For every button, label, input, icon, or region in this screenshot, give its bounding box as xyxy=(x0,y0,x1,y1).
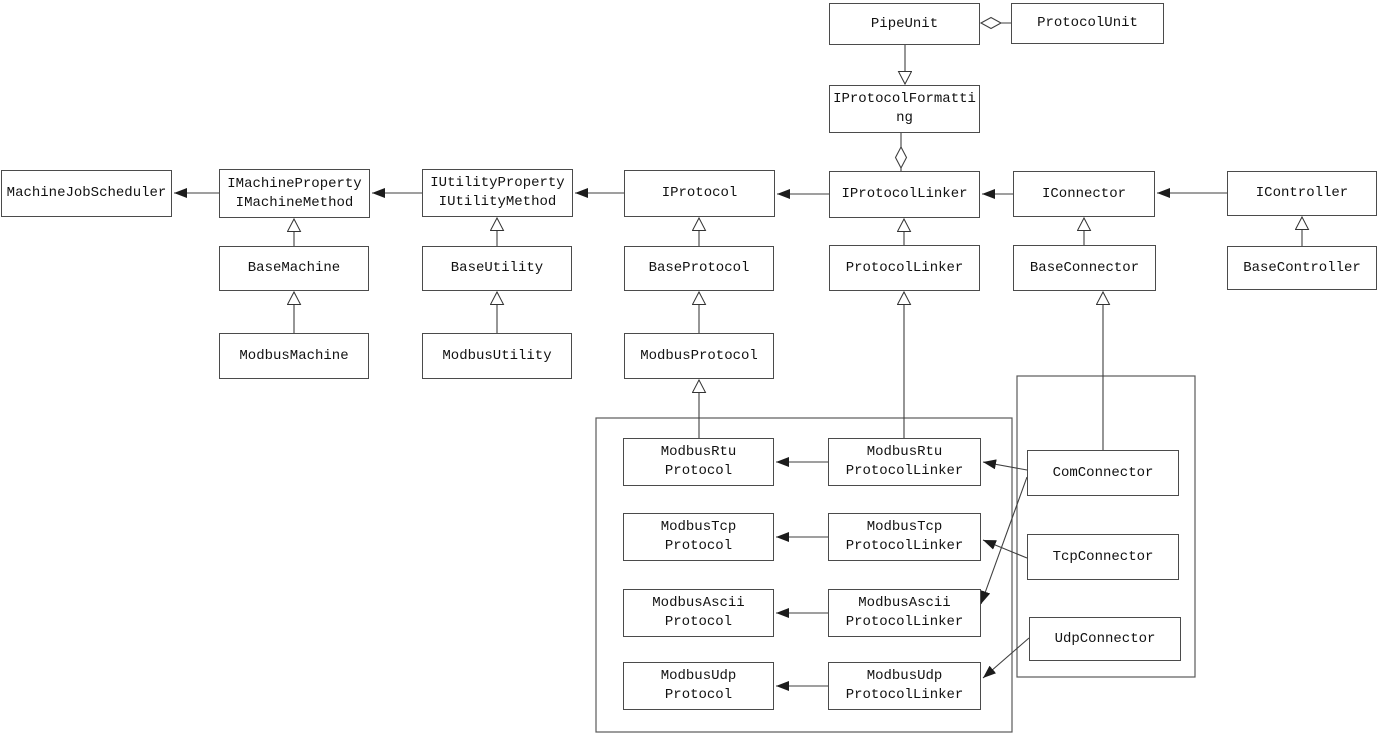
class-box-iconnector: IConnector xyxy=(1013,171,1155,217)
edge-udpconnector-udplinker xyxy=(982,637,1030,679)
group-frame-connectors xyxy=(1016,375,1196,678)
class-box-pipe-unit: PipeUnit xyxy=(829,3,980,45)
class-box-base-controller: BaseController xyxy=(1227,246,1377,290)
edge-comconnector-asciilinker xyxy=(980,476,1028,605)
class-box-imachine-property-method: IMachineProperty IMachineMethod xyxy=(219,169,370,218)
class-box-protocol-linker: ProtocolLinker xyxy=(829,245,980,291)
class-box-icontroller: IController xyxy=(1227,171,1377,216)
class-box-modbus-tcp-protocol-linker: ModbusTcp ProtocolLinker xyxy=(828,513,981,561)
edge-comconnector-rtulinker xyxy=(982,459,1028,471)
class-box-iprotocol-formatting: IProtocolFormatting xyxy=(829,85,980,133)
class-box-base-protocol: BaseProtocol xyxy=(624,246,774,291)
class-box-iutility-property-method: IUtilityProperty IUtilityMethod xyxy=(422,169,573,217)
class-box-machine-job-scheduler: MachineJobScheduler xyxy=(1,170,172,217)
class-box-modbus-tcp-protocol: ModbusTcp Protocol xyxy=(623,513,774,561)
class-box-modbus-udp-protocol: ModbusUdp Protocol xyxy=(623,662,774,710)
class-box-base-machine: BaseMachine xyxy=(219,246,369,291)
class-box-modbus-utility: ModbusUtility xyxy=(422,333,572,379)
class-box-modbus-ascii-protocol-linker: ModbusAscii ProtocolLinker xyxy=(828,589,981,637)
class-box-base-connector: BaseConnector xyxy=(1013,245,1156,291)
class-box-udp-connector: UdpConnector xyxy=(1029,617,1181,661)
class-box-modbus-protocol: ModbusProtocol xyxy=(624,333,774,379)
aggregation-diamond-pipeunit xyxy=(979,16,1003,30)
class-box-com-connector: ComConnector xyxy=(1027,450,1179,496)
class-box-base-utility: BaseUtility xyxy=(422,246,572,291)
class-box-iprotocol: IProtocol xyxy=(624,170,775,217)
edge-tcpconnector-tcplinker xyxy=(982,539,1028,559)
group-frame-modbus-protocols xyxy=(595,417,1013,733)
class-box-iprotocol-linker: IProtocolLinker xyxy=(829,171,980,218)
class-box-modbus-machine: ModbusMachine xyxy=(219,333,369,379)
class-box-tcp-connector: TcpConnector xyxy=(1027,534,1179,580)
class-box-protocol-unit: ProtocolUnit xyxy=(1011,3,1164,44)
class-box-modbus-ascii-protocol: ModbusAscii Protocol xyxy=(623,589,774,637)
class-box-modbus-rtu-protocol-linker: ModbusRtu ProtocolLinker xyxy=(828,438,981,486)
class-box-modbus-udp-protocol-linker: ModbusUdp ProtocolLinker xyxy=(828,662,981,710)
aggregation-diamond-iprotocollinker xyxy=(894,145,908,170)
class-box-modbus-rtu-protocol: ModbusRtu Protocol xyxy=(623,438,774,486)
